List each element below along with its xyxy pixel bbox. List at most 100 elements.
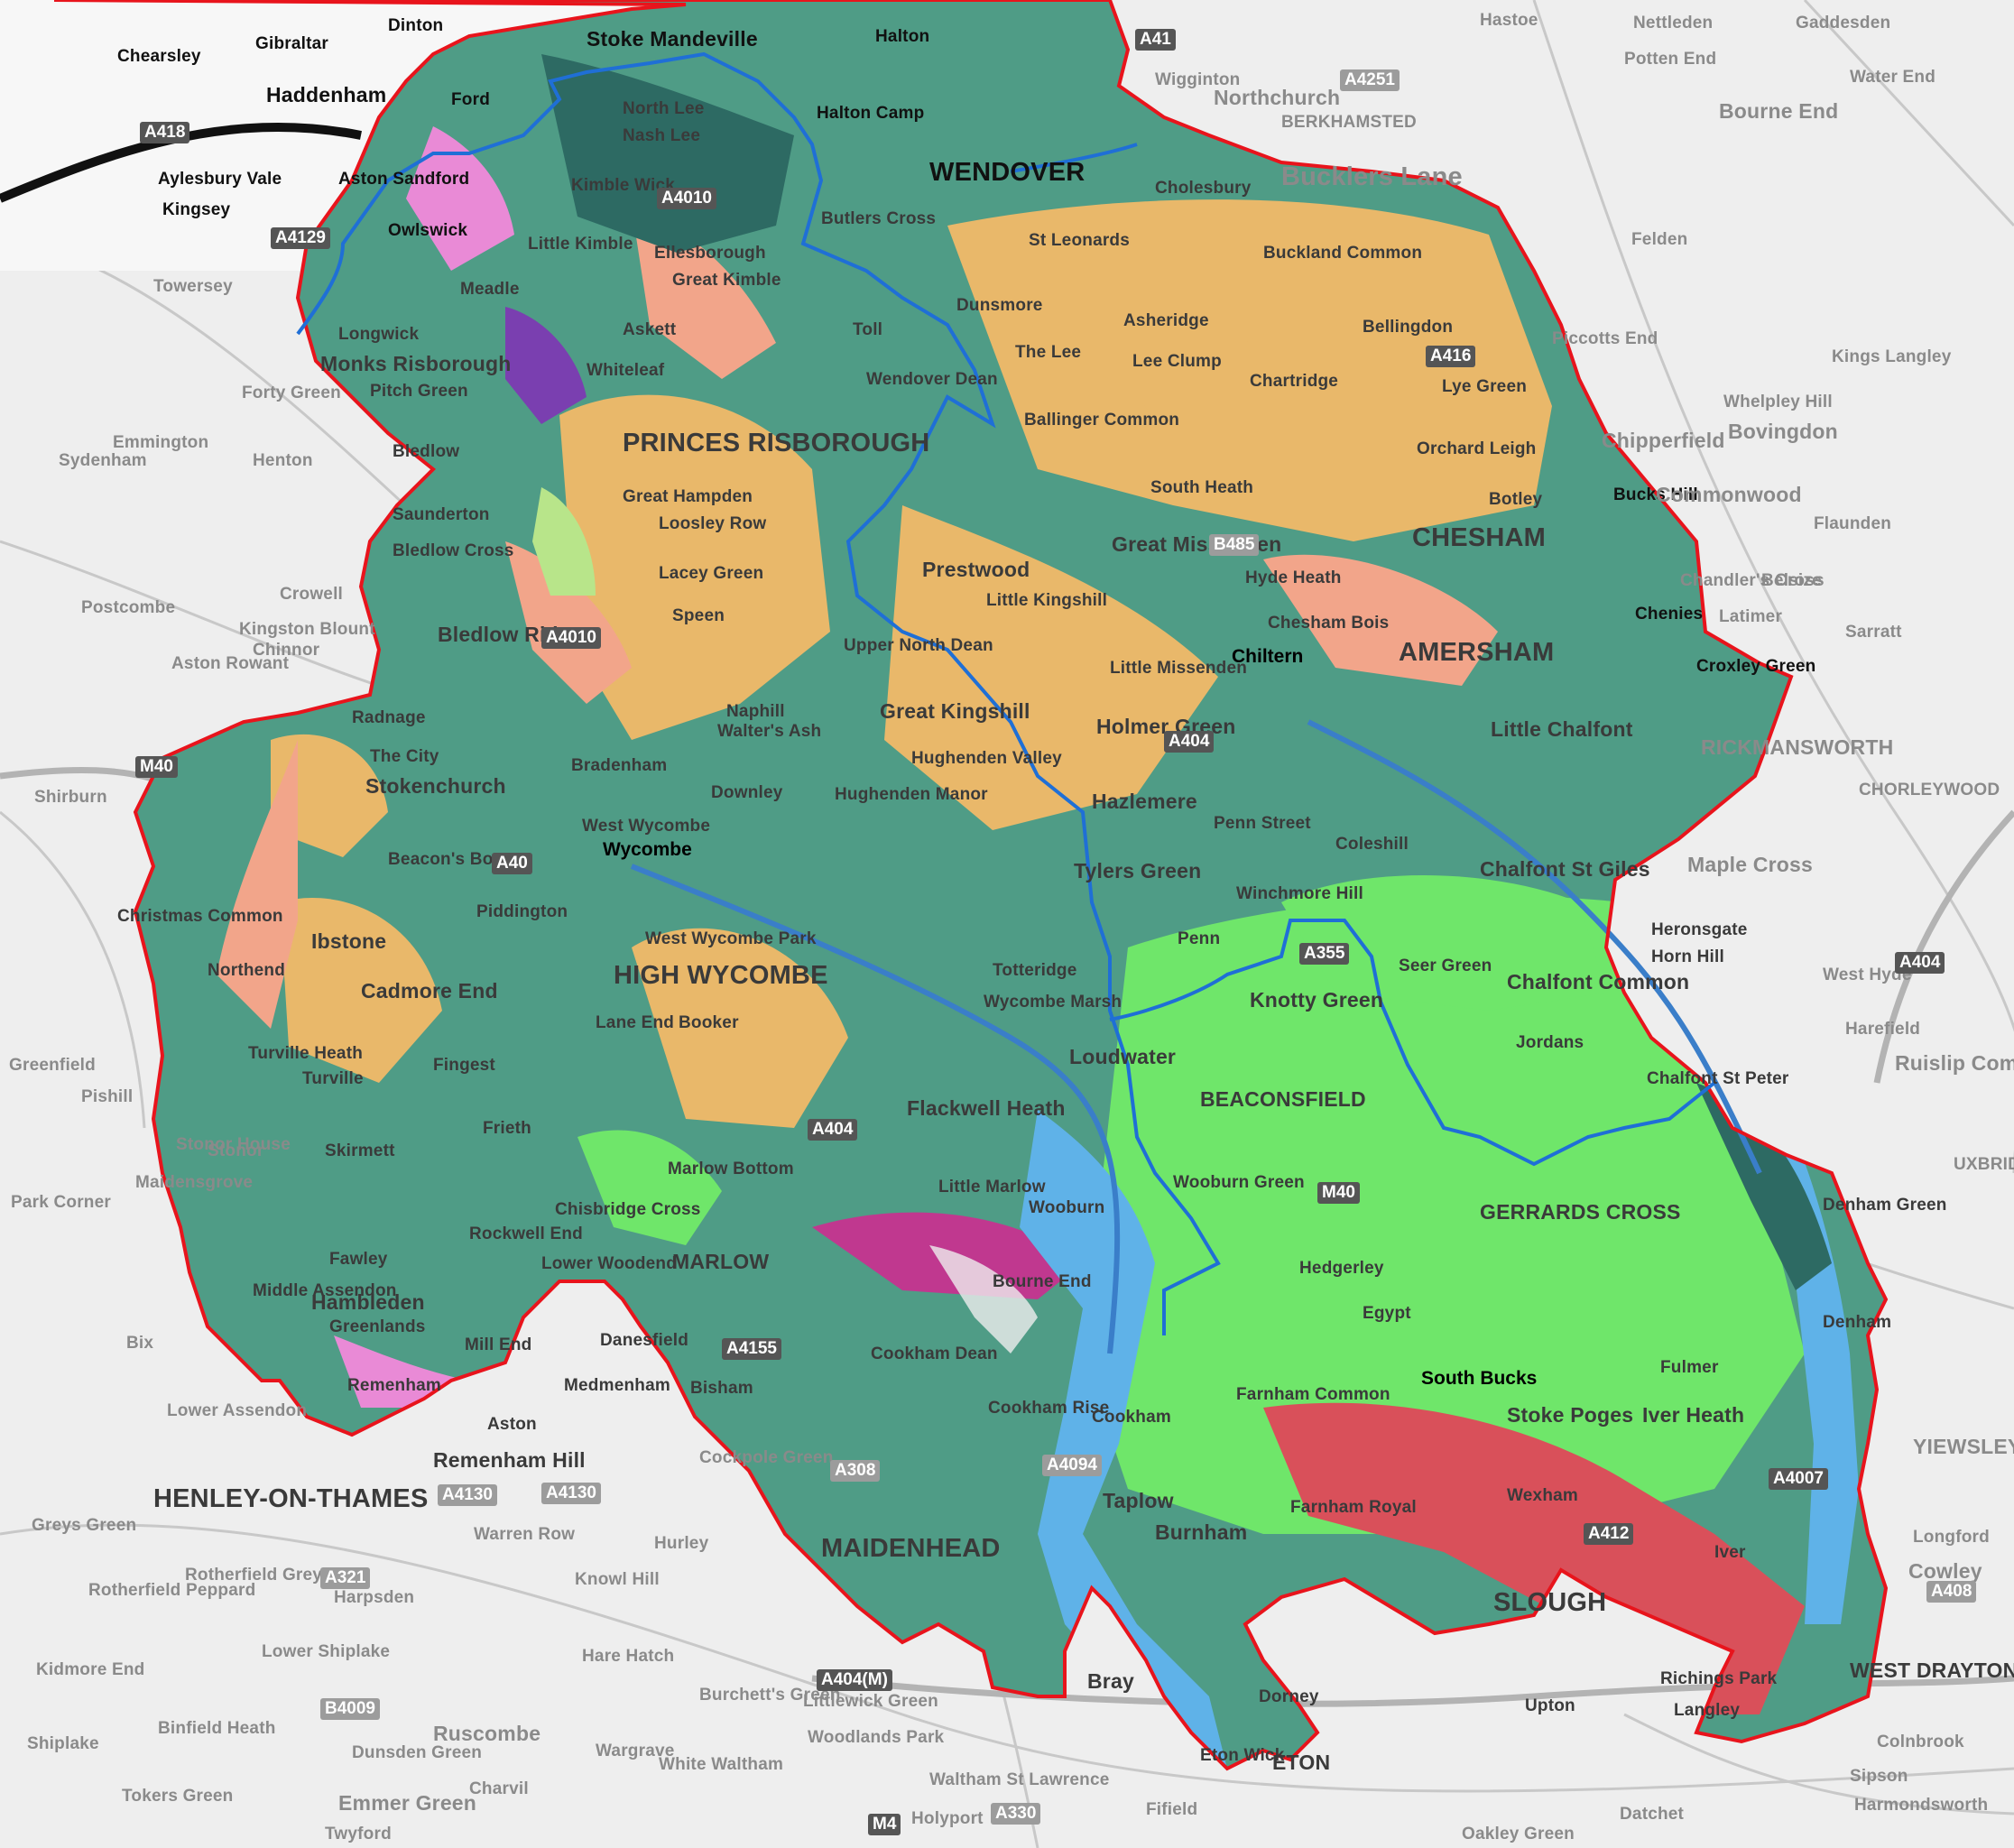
place-label: Warren Row — [474, 1525, 576, 1544]
place-label: Jordans — [1516, 1033, 1584, 1052]
place-label: Cholesbury — [1155, 179, 1252, 198]
place-label: Northend — [208, 961, 286, 980]
place-label: Chinnor — [253, 641, 320, 660]
place-label: Emmer Green — [338, 1791, 477, 1815]
place-label: Wendover Dean — [866, 370, 998, 389]
place-label: Turville Heath — [248, 1044, 364, 1063]
place-label: Medmenham — [564, 1376, 670, 1395]
place-label: Radnage — [352, 708, 426, 727]
road-label: A4129 — [271, 227, 330, 249]
place-label: Totteridge — [993, 961, 1077, 980]
place-label: Croxley Green — [1696, 657, 1816, 676]
place-label: South Heath — [1150, 478, 1254, 497]
place-label: MAIDENHEAD — [821, 1534, 1001, 1563]
place-label: BERKHAMSTED — [1281, 113, 1417, 132]
place-label: Ibstone — [311, 929, 387, 953]
place-label: Great Kingshill — [880, 699, 1030, 723]
place-label: Fulmer — [1660, 1358, 1719, 1377]
place-label: Owlswick — [388, 221, 468, 240]
place-label: YIEWSLEY — [1913, 1435, 2014, 1458]
place-label: Toll — [853, 320, 883, 339]
place-label: Ellesborough — [654, 244, 766, 263]
place-label: Northchurch — [1214, 86, 1341, 109]
place-label: Rotherfield Peppard — [88, 1581, 256, 1600]
place-label: Lacey Green — [659, 564, 764, 583]
place-label: Bellingdon — [1363, 318, 1454, 337]
place-label: Kidmore End — [36, 1660, 145, 1679]
place-label: Sipson — [1850, 1767, 1908, 1786]
place-label: Chalfont St Peter — [1647, 1069, 1789, 1088]
place-label: Whelpley Hill — [1723, 393, 1833, 411]
place-label: Hughenden Valley — [911, 749, 1062, 768]
place-label: Wexham — [1507, 1486, 1578, 1505]
place-label: Knowl Hill — [575, 1570, 660, 1589]
thames-gap — [929, 1245, 1038, 1354]
place-label: Saunderton — [393, 505, 490, 524]
place-label: Park Corner — [11, 1193, 111, 1212]
place-label: Booker — [679, 1013, 739, 1032]
place-label: Stonor — [208, 1141, 264, 1160]
place-label: Longford — [1913, 1528, 1990, 1547]
place-label: Bray — [1087, 1669, 1134, 1693]
place-label: Hyde Heath — [1245, 568, 1342, 587]
place-label: Chalfont Common — [1507, 970, 1690, 993]
place-label: Iver Heath — [1642, 1403, 1745, 1427]
place-label: Halton Camp — [817, 104, 925, 123]
place-label: Hazlemere — [1092, 790, 1197, 813]
place-label: Hedgerley — [1299, 1259, 1384, 1278]
place-label: Henton — [253, 451, 313, 470]
place-label: Wargrave — [596, 1742, 675, 1760]
place-label: Bucklers Lane — [1281, 162, 1463, 191]
place-label: Loudwater — [1069, 1045, 1177, 1068]
place-label: Remenham Hill — [433, 1448, 586, 1472]
place-label: St Leonards — [1029, 231, 1130, 250]
place-label: Middle Assendon — [253, 1281, 397, 1300]
place-label: Wooburn — [1029, 1198, 1105, 1217]
place-label: Littlewick Green — [803, 1692, 938, 1711]
place-label: Cockpole Green — [699, 1448, 834, 1467]
place-label: Bovingdon — [1728, 420, 1838, 443]
place-label: Chisbridge Cross — [555, 1200, 701, 1219]
place-label: Turville — [302, 1069, 364, 1088]
place-label: Skirmett — [325, 1141, 395, 1160]
road-label: M4 — [868, 1814, 901, 1835]
place-label: Chearsley — [117, 47, 201, 66]
place-label: Coleshill — [1335, 835, 1409, 854]
place-label: Kings Langley — [1832, 347, 1952, 366]
place-label: Gaddesden — [1796, 14, 1891, 32]
road-label: A4010 — [657, 188, 716, 209]
road-label: A4007 — [1769, 1468, 1828, 1490]
place-label: MARLOW — [672, 1250, 770, 1273]
place-label: Denham Green — [1823, 1196, 1947, 1215]
place-label: Chipperfield — [1602, 429, 1725, 452]
place-label: WEST DRAYTON — [1850, 1659, 2014, 1682]
place-label: Ballinger Common — [1024, 411, 1180, 430]
place-label: Stoke Mandeville — [587, 27, 758, 51]
place-label: Denham — [1823, 1313, 1892, 1332]
place-label: White Waltham — [659, 1755, 784, 1774]
place-label: Binfield Heath — [158, 1719, 276, 1738]
place-label: Meadle — [460, 280, 520, 299]
place-label: AMERSHAM — [1399, 638, 1555, 667]
place-label: Orchard Leigh — [1417, 439, 1537, 458]
place-label: Mill End — [465, 1335, 532, 1354]
place-label: Water End — [1850, 68, 1936, 87]
place-label: Asheridge — [1123, 311, 1209, 330]
road-label: A418 — [140, 122, 190, 143]
place-label: Shiplake — [27, 1734, 99, 1753]
place-label: West Wycombe — [582, 817, 711, 836]
place-label: PRINCES RISBOROUGH — [623, 429, 930, 457]
place-label: Lane End — [596, 1013, 675, 1032]
place-label: Little Chalfont — [1491, 717, 1633, 741]
road-label: A4094 — [1042, 1455, 1102, 1476]
place-label: Speen — [672, 606, 725, 625]
place-label: Lower Assendon — [167, 1401, 308, 1420]
road-label: A404 — [808, 1119, 858, 1141]
place-label: Fawley — [329, 1250, 388, 1269]
place-label: Knotty Green — [1250, 988, 1384, 1012]
place-label: Charvil — [469, 1779, 529, 1798]
place-label: Commonwood — [1656, 483, 1802, 506]
place-label: Richings Park — [1660, 1669, 1778, 1688]
